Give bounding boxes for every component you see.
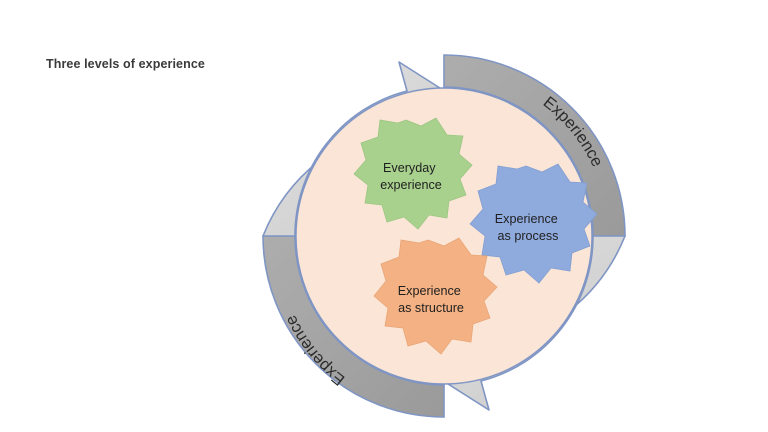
outer-ring-dark-bands xyxy=(262,54,626,418)
gear-everyday-experience-shape xyxy=(353,117,473,230)
page-title: Three levels of experience xyxy=(46,57,205,71)
gear-experience-as-process-shape xyxy=(469,163,598,284)
gear-experience-as-structure-label: Experience as structure xyxy=(398,284,465,315)
gear-experience-as-process[interactable]: Experience as process xyxy=(469,163,598,284)
gear-experience-as-structure[interactable]: Experience as structure xyxy=(373,237,498,355)
gear-experience-as-structure-shape xyxy=(373,237,498,355)
gear-everyday-experience-label: Everyday experience xyxy=(380,161,442,192)
cycle-diagram: Experience Experience Everyday experienc… xyxy=(262,54,626,418)
gear-everyday-experience[interactable]: Everyday experience xyxy=(353,117,473,230)
gear-experience-as-process-label: Experience as process xyxy=(495,212,562,243)
